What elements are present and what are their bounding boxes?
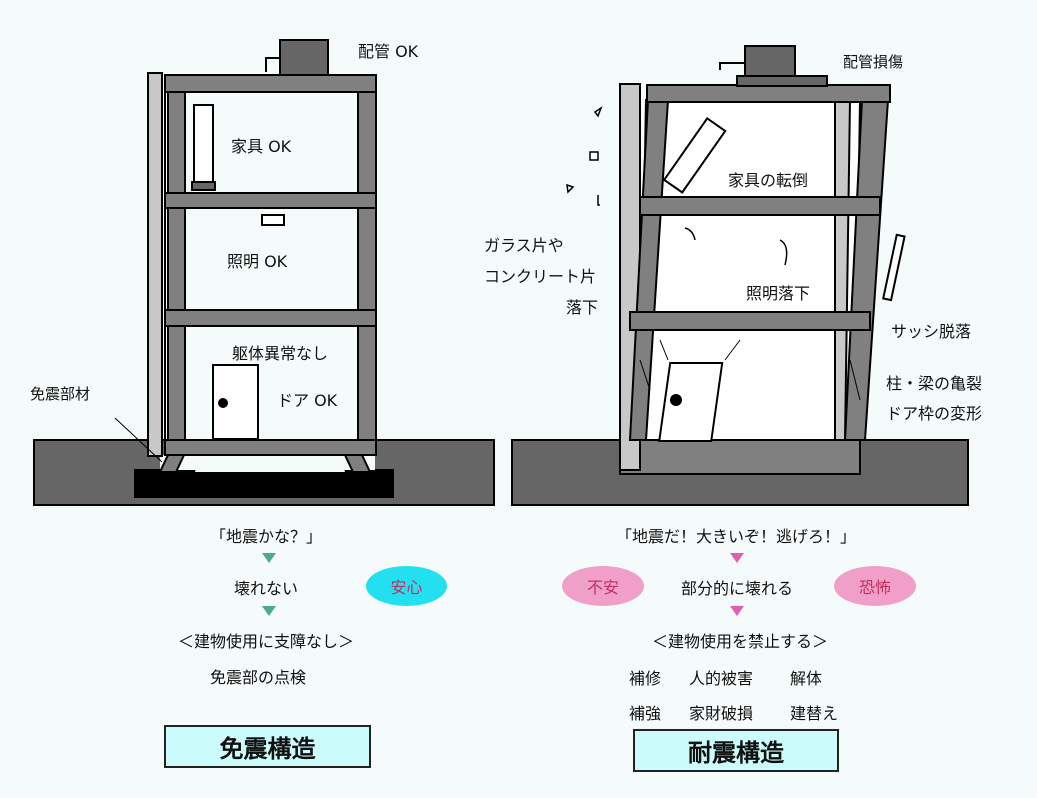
action: 補修: [629, 669, 662, 688]
beam: [164, 74, 377, 93]
rooftop-unit: [279, 39, 329, 76]
right-quote: 「地震だ！大きいぞ！逃げろ！」: [615, 527, 857, 546]
isolation-pit: [134, 469, 394, 498]
title-seismic-isolation: 免震構造: [164, 725, 371, 768]
column: [167, 74, 186, 456]
arrow-down-icon: [262, 553, 276, 563]
arrow-down-icon: [730, 606, 744, 616]
badge-fuan: 不安: [562, 566, 644, 606]
action: 解体: [790, 669, 823, 688]
label-debris-1: ガラス片や: [484, 236, 564, 255]
isolator-mid: [195, 455, 345, 472]
label-door-deform: ドア枠の変形: [886, 404, 983, 423]
furniture: [193, 104, 214, 184]
title-earthquake-resistant: 耐震構造: [633, 729, 839, 772]
label-isolator: 免震部材: [30, 385, 91, 403]
beam: [646, 84, 891, 103]
beam: [164, 192, 377, 209]
label-furniture-fall: 家具の転倒: [728, 171, 809, 190]
label-furniture-ok: 家具 OK: [231, 137, 292, 156]
label-frame-ok: 躯体異常なし: [232, 344, 329, 363]
left-quote: 「地震かな？」: [209, 527, 323, 546]
beam: [164, 439, 377, 456]
beam: [164, 309, 377, 327]
arrow-down-icon: [730, 553, 744, 563]
label-debris-3: 落下: [566, 298, 599, 317]
beam: [629, 311, 871, 331]
badge-kyofu: 恐怖: [834, 566, 916, 606]
label-lighting-fall: 照明落下: [746, 284, 811, 303]
rooftop-unit: [744, 45, 796, 77]
right-usage: ＜建物使用を禁止する＞: [651, 632, 829, 651]
seismic-isolation-building: [33, 39, 495, 506]
left-action: 免震部の点検: [209, 668, 307, 687]
action: 補強: [629, 704, 662, 723]
action: 家財破損: [689, 704, 754, 723]
left-usage: ＜建物使用に支障なし＞: [177, 632, 355, 651]
label-crack: 柱・梁の亀裂: [886, 374, 983, 393]
label-debris-2: コンクリート片: [484, 267, 597, 286]
badge-anshin: 安心: [366, 566, 447, 606]
door: [658, 362, 724, 442]
lamp: [261, 214, 285, 226]
foundation: [619, 439, 861, 475]
fallen-sash: [882, 233, 906, 302]
label-sash: サッシ脱落: [891, 322, 972, 341]
arrow-down-icon: [262, 606, 276, 616]
outer-wall: [147, 72, 163, 457]
right-result: 部分的に壊れる: [680, 579, 794, 598]
label-lighting-ok: 照明 OK: [227, 252, 288, 271]
left-result: 壊れない: [233, 579, 299, 598]
action: 人的被害: [689, 669, 754, 688]
label-pipe-ok: 配管 OK: [358, 42, 419, 61]
action: 建替え: [790, 704, 839, 723]
earthquake-resistant-building: [511, 45, 969, 506]
beam: [639, 196, 881, 216]
column: [357, 74, 377, 456]
label-pipe-damage: 配管損傷: [843, 53, 904, 71]
fallen-furniture: [662, 116, 727, 194]
label-door-ok: ドア OK: [277, 391, 338, 410]
